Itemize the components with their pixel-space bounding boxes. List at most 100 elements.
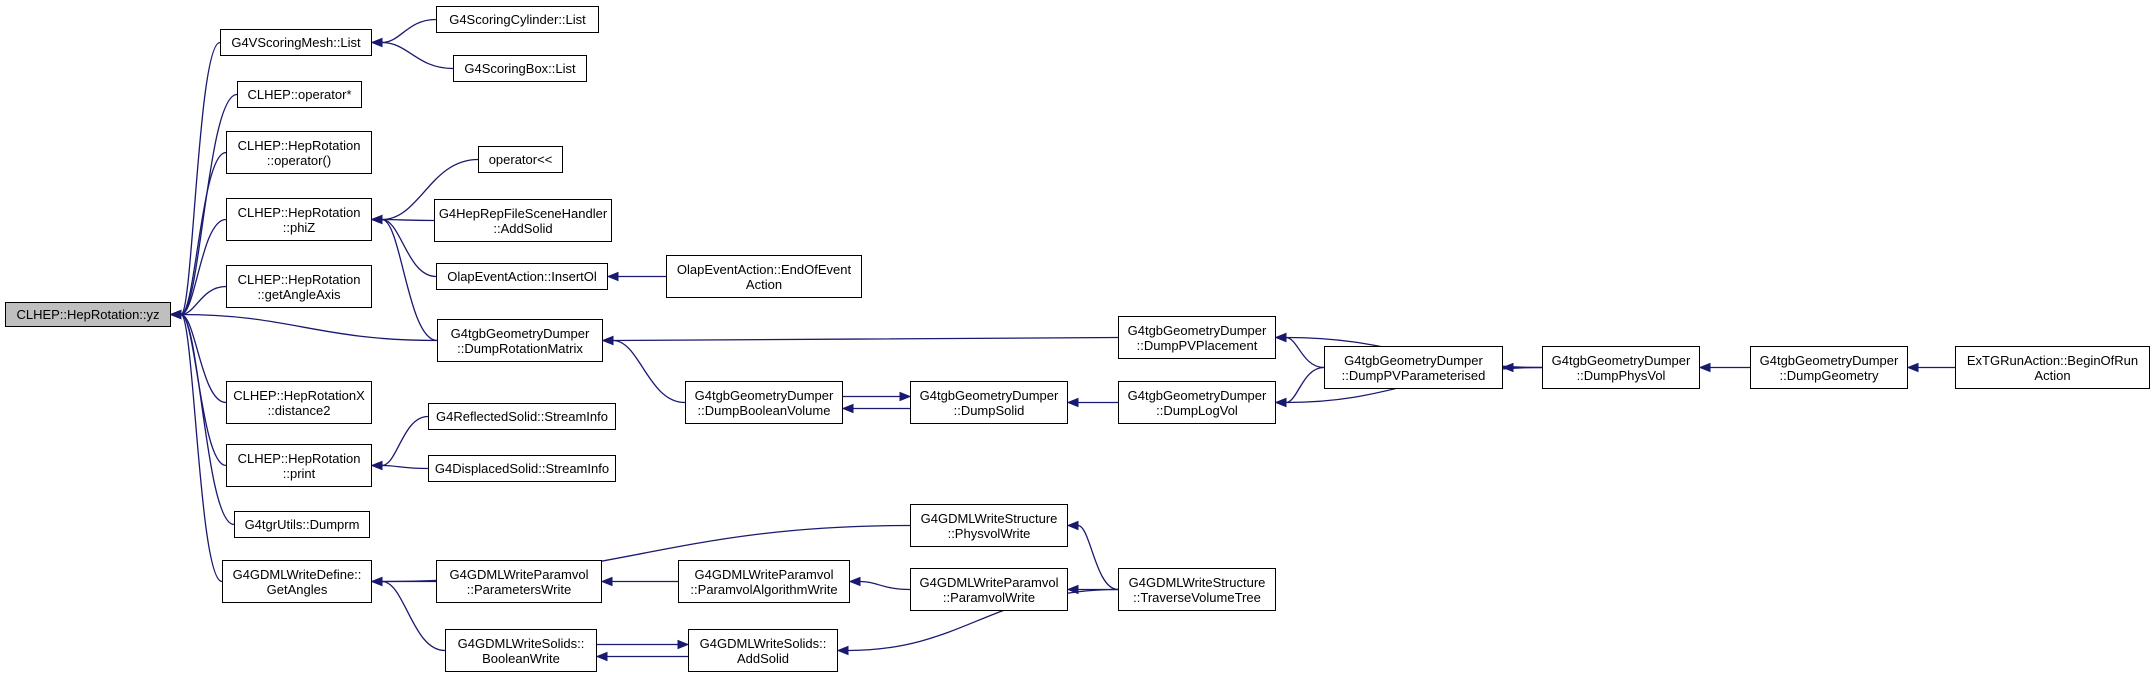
graph-node-opstar[interactable]: CLHEP::operator* xyxy=(237,81,362,108)
graph-node-label: G4HepRepFileSceneHandler xyxy=(438,205,608,221)
graph-node-label: OlapEventAction::EndOfEvent xyxy=(676,261,852,277)
graph-edge-line xyxy=(180,313,235,526)
graph-node-gdalg[interactable]: G4GDMLWriteParamvol::ParamvolAlgorithmWr… xyxy=(678,560,850,603)
graph-edge xyxy=(1066,520,1119,591)
graph-node-olins[interactable]: OlapEventAction::InsertOl xyxy=(436,263,608,290)
graph-edge-line xyxy=(1077,524,1119,591)
graph-node-label: G4GDMLWriteDefine:: xyxy=(232,566,362,582)
graph-edge-line xyxy=(381,218,437,278)
graph-edge xyxy=(601,335,686,404)
graph-node-label: CLHEP::HepRotation::yz xyxy=(16,307,160,322)
graph-node-label: ::print xyxy=(282,465,316,481)
graph-edge-line xyxy=(180,218,227,316)
graph-node-label: G4tgbGeometryDumper xyxy=(919,387,1059,403)
graph-edge-arrowhead xyxy=(1906,362,1919,373)
graph-node-phiz[interactable]: CLHEP::HepRotation::phiZ xyxy=(226,198,372,241)
graph-node-gdpvw[interactable]: G4GDMLWriteStructure::PhysvolWrite xyxy=(910,504,1068,547)
graph-edge xyxy=(1274,366,1325,408)
graph-node-gdbool[interactable]: G4GDMLWriteSolids::BooleanWrite xyxy=(445,629,597,672)
graph-node-label: ::DumpPhysVol xyxy=(1576,367,1666,383)
graph-edge-line xyxy=(847,588,1119,652)
graph-node-label: G4GDMLWriteSolids:: xyxy=(457,635,585,651)
graph-node-label: G4ReflectedSolid::StreamInfo xyxy=(436,409,608,424)
graph-node-label: ::operator() xyxy=(266,152,332,168)
graph-node-gdang[interactable]: G4GDMLWriteDefine::GetAngles xyxy=(222,560,372,603)
graph-edge xyxy=(169,309,438,342)
graph-node-label: CLHEP::HepRotation xyxy=(237,271,361,287)
graph-edge-arrowhead xyxy=(169,309,182,320)
graph-node-label: G4GDMLWriteSolids:: xyxy=(699,635,827,651)
graph-edge xyxy=(600,576,678,587)
graph-node-dpvpar[interactable]: G4tgbGeometryDumper::DumpPVParameterised xyxy=(1324,346,1503,389)
graph-node-dpvp[interactable]: G4tgbGeometryDumper::DumpPVPlacement xyxy=(1118,316,1276,359)
graph-node-gdparw[interactable]: G4GDMLWriteParamvol::ParametersWrite xyxy=(436,560,602,603)
graph-edge xyxy=(1698,362,1750,373)
graph-node-scyl[interactable]: G4ScoringCylinder::List xyxy=(436,6,599,33)
graph-node-label: ::ParametersWrite xyxy=(466,581,572,597)
graph-node-label: AddSolid xyxy=(736,650,790,666)
graph-node-yz[interactable]: CLHEP::HepRotation::yz xyxy=(5,302,171,327)
graph-node-label: ::DumpPVParameterised xyxy=(1341,367,1486,383)
graph-edge xyxy=(169,309,227,404)
graph-edge-line xyxy=(612,336,1119,342)
graph-node-oplt[interactable]: operator<< xyxy=(478,146,563,173)
graph-edge-arrowhead xyxy=(1066,397,1079,408)
graph-node-label: ::DumpRotationMatrix xyxy=(457,340,583,356)
graph-node-label: GetAngles xyxy=(266,581,328,597)
graph-node-print[interactable]: CLHEP::HepRotation::print xyxy=(226,444,372,487)
graph-node-label: OlapEventAction::InsertOl xyxy=(447,269,597,284)
graph-edge-line xyxy=(1285,336,1325,369)
graph-node-angax[interactable]: CLHEP::HepRotation::getAngleAxis xyxy=(226,265,372,308)
graph-edge xyxy=(595,651,688,662)
graph-node-dsol[interactable]: G4tgbGeometryDumper::DumpSolid xyxy=(910,381,1068,424)
graph-node-dgeo[interactable]: G4tgbGeometryDumper::DumpGeometry xyxy=(1750,346,1908,389)
graph-edge xyxy=(601,335,1119,346)
graph-node-tgr[interactable]: G4tgrUtils::Dumprm xyxy=(234,511,370,538)
graph-edge xyxy=(848,576,911,591)
graph-node-label: ::DumpGeometry xyxy=(1779,367,1879,383)
graph-edge-arrowhead xyxy=(601,335,614,346)
graph-node-label: ::ParamvolAlgorithmWrite xyxy=(690,581,838,597)
graph-node-rotx[interactable]: CLHEP::HepRotationX::distance2 xyxy=(226,381,372,424)
graph-node-label: G4tgbGeometryDumper xyxy=(694,387,834,403)
graph-node-gdtvt[interactable]: G4GDMLWriteStructure::TraverseVolumeTree xyxy=(1118,568,1276,611)
graph-node-disp[interactable]: G4DisplacedSolid::StreamInfo xyxy=(428,455,616,482)
graph-node-label: G4ScoringCylinder::List xyxy=(449,12,586,27)
graph-node-gdadd[interactable]: G4GDMLWriteSolids::AddSolid xyxy=(688,629,838,672)
graph-node-label: ::DumpSolid xyxy=(953,402,1025,418)
graph-edge xyxy=(1906,362,1955,373)
graph-edge-line xyxy=(381,18,437,44)
graph-node-hrep[interactable]: G4HepRepFileSceneHandler::AddSolid xyxy=(434,199,612,242)
graph-edge-arrowhead xyxy=(370,576,383,587)
graph-node-label: ExTGRunAction::BeginOfRun xyxy=(1966,352,2139,368)
graph-node-vsm[interactable]: G4VScoringMesh::List xyxy=(220,29,372,56)
graph-edge xyxy=(836,588,1119,656)
graph-edge xyxy=(370,415,429,471)
graph-edge-line xyxy=(381,218,435,222)
graph-edge xyxy=(370,460,429,471)
graph-edge xyxy=(606,271,666,282)
graph-node-label: G4DisplacedSolid::StreamInfo xyxy=(434,461,610,476)
graph-node-drm[interactable]: G4tgbGeometryDumper::DumpRotationMatrix xyxy=(437,319,603,362)
graph-edge-arrowhead xyxy=(370,460,383,471)
graph-node-label: ::getAngleAxis xyxy=(257,286,341,302)
graph-edge-arrowhead xyxy=(595,651,608,662)
graph-edge-line xyxy=(381,580,446,652)
graph-node-dpv[interactable]: G4tgbGeometryDumper::DumpPhysVol xyxy=(1542,346,1700,389)
graph-edge-line xyxy=(180,151,227,316)
graph-node-opcall[interactable]: CLHEP::HepRotation::operator() xyxy=(226,131,372,174)
graph-node-label: CLHEP::HepRotation xyxy=(237,204,361,220)
graph-node-label: G4tgbGeometryDumper xyxy=(1127,387,1267,403)
graph-edge-line xyxy=(180,313,227,404)
graph-node-label: G4GDMLWriteParamvol xyxy=(449,566,589,582)
graph-node-dbool[interactable]: G4tgbGeometryDumper::DumpBooleanVolume xyxy=(685,381,843,424)
graph-edge-line xyxy=(381,464,429,470)
graph-edge xyxy=(1066,397,1118,408)
graph-node-dlog[interactable]: G4tgbGeometryDumper::DumpLogVol xyxy=(1118,381,1276,424)
graph-node-refl[interactable]: G4ReflectedSolid::StreamInfo xyxy=(428,403,616,430)
graph-node-sbox[interactable]: G4ScoringBox::List xyxy=(453,55,587,82)
graph-node-gdpw[interactable]: G4GDMLWriteParamvol::ParamvolWrite xyxy=(910,568,1068,611)
